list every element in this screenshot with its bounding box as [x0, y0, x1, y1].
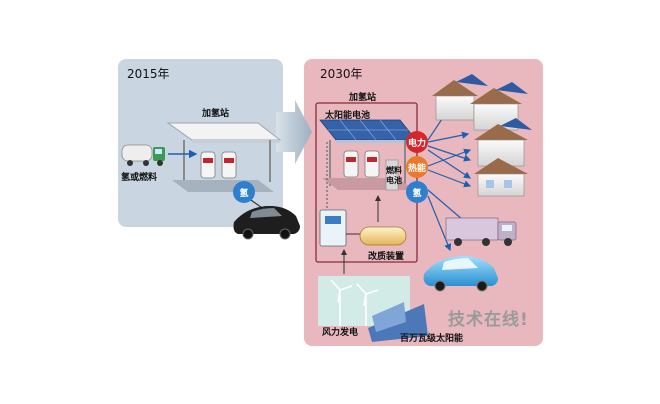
- reformer-label: 改质装置: [368, 252, 405, 262]
- hydrogen-badge-2030: 氢: [406, 181, 428, 203]
- hydrogen-badge-2015: 氢: [233, 181, 255, 203]
- transition-arrow: [276, 100, 312, 164]
- wind-label: 风力发电: [322, 328, 359, 338]
- year-2030-label: 2030年: [320, 67, 363, 81]
- station-2015-label: 加氢站: [202, 109, 230, 119]
- reformer-tank: [359, 226, 407, 246]
- power-badge: 电力: [406, 131, 428, 153]
- fuel-cell-label: 燃料 电池: [386, 166, 402, 185]
- heat-badge: 热能: [406, 156, 428, 178]
- blue-car: [423, 256, 498, 292]
- year-2015-label: 2015年: [127, 67, 170, 81]
- truck-label: 氢或燃料: [121, 173, 158, 183]
- fuel-cell-box: [385, 159, 399, 191]
- watermark-text: 技术在线!: [448, 310, 529, 330]
- solar-cell-label: 太阳能电池: [325, 111, 371, 121]
- mega-solar-label: 百万瓦级太阳能: [400, 334, 464, 344]
- black-car: [233, 206, 300, 240]
- station-2030-label: 加氢站: [349, 93, 377, 103]
- delivery-truck: [445, 217, 517, 246]
- wind-farm: [318, 276, 428, 342]
- tanker-truck: [121, 144, 165, 166]
- dispenser: [200, 151, 216, 179]
- storage-unit: [319, 209, 347, 247]
- houses: [432, 74, 532, 197]
